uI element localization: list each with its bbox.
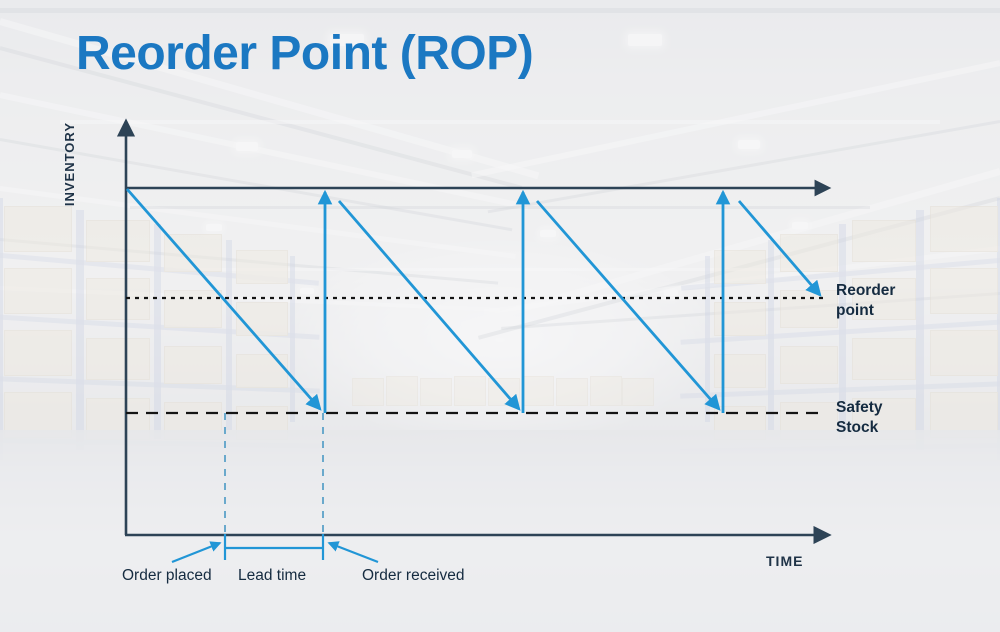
order-placed-leader — [171, 541, 222, 564]
consumption-diagonal — [535, 200, 721, 411]
order-placed-label: Order placed — [122, 567, 212, 584]
safety-stock-label: Safety Stock — [836, 398, 883, 438]
reorder-point-label-line1: Reorder — [836, 282, 896, 299]
consumption-diagonal — [125, 188, 322, 411]
order-received-label: Order received — [362, 567, 465, 584]
safety-stock-label-line2: Stock — [836, 418, 879, 436]
y-axis-label: INVENTORY — [62, 122, 77, 207]
consumption-diagonal — [737, 200, 822, 297]
consumption-diagonal — [337, 200, 521, 411]
lead-time-label: Lead time — [238, 567, 307, 584]
order-received-leader — [327, 541, 379, 564]
x-axis-label: TIME — [766, 553, 804, 569]
reorder-point-label: Reorder point — [836, 281, 895, 321]
safety-stock-label-line1: Safety — [836, 399, 883, 416]
page-title: Reorder Point (ROP) — [76, 27, 534, 80]
reorder-point-label-line2: point — [836, 301, 874, 319]
